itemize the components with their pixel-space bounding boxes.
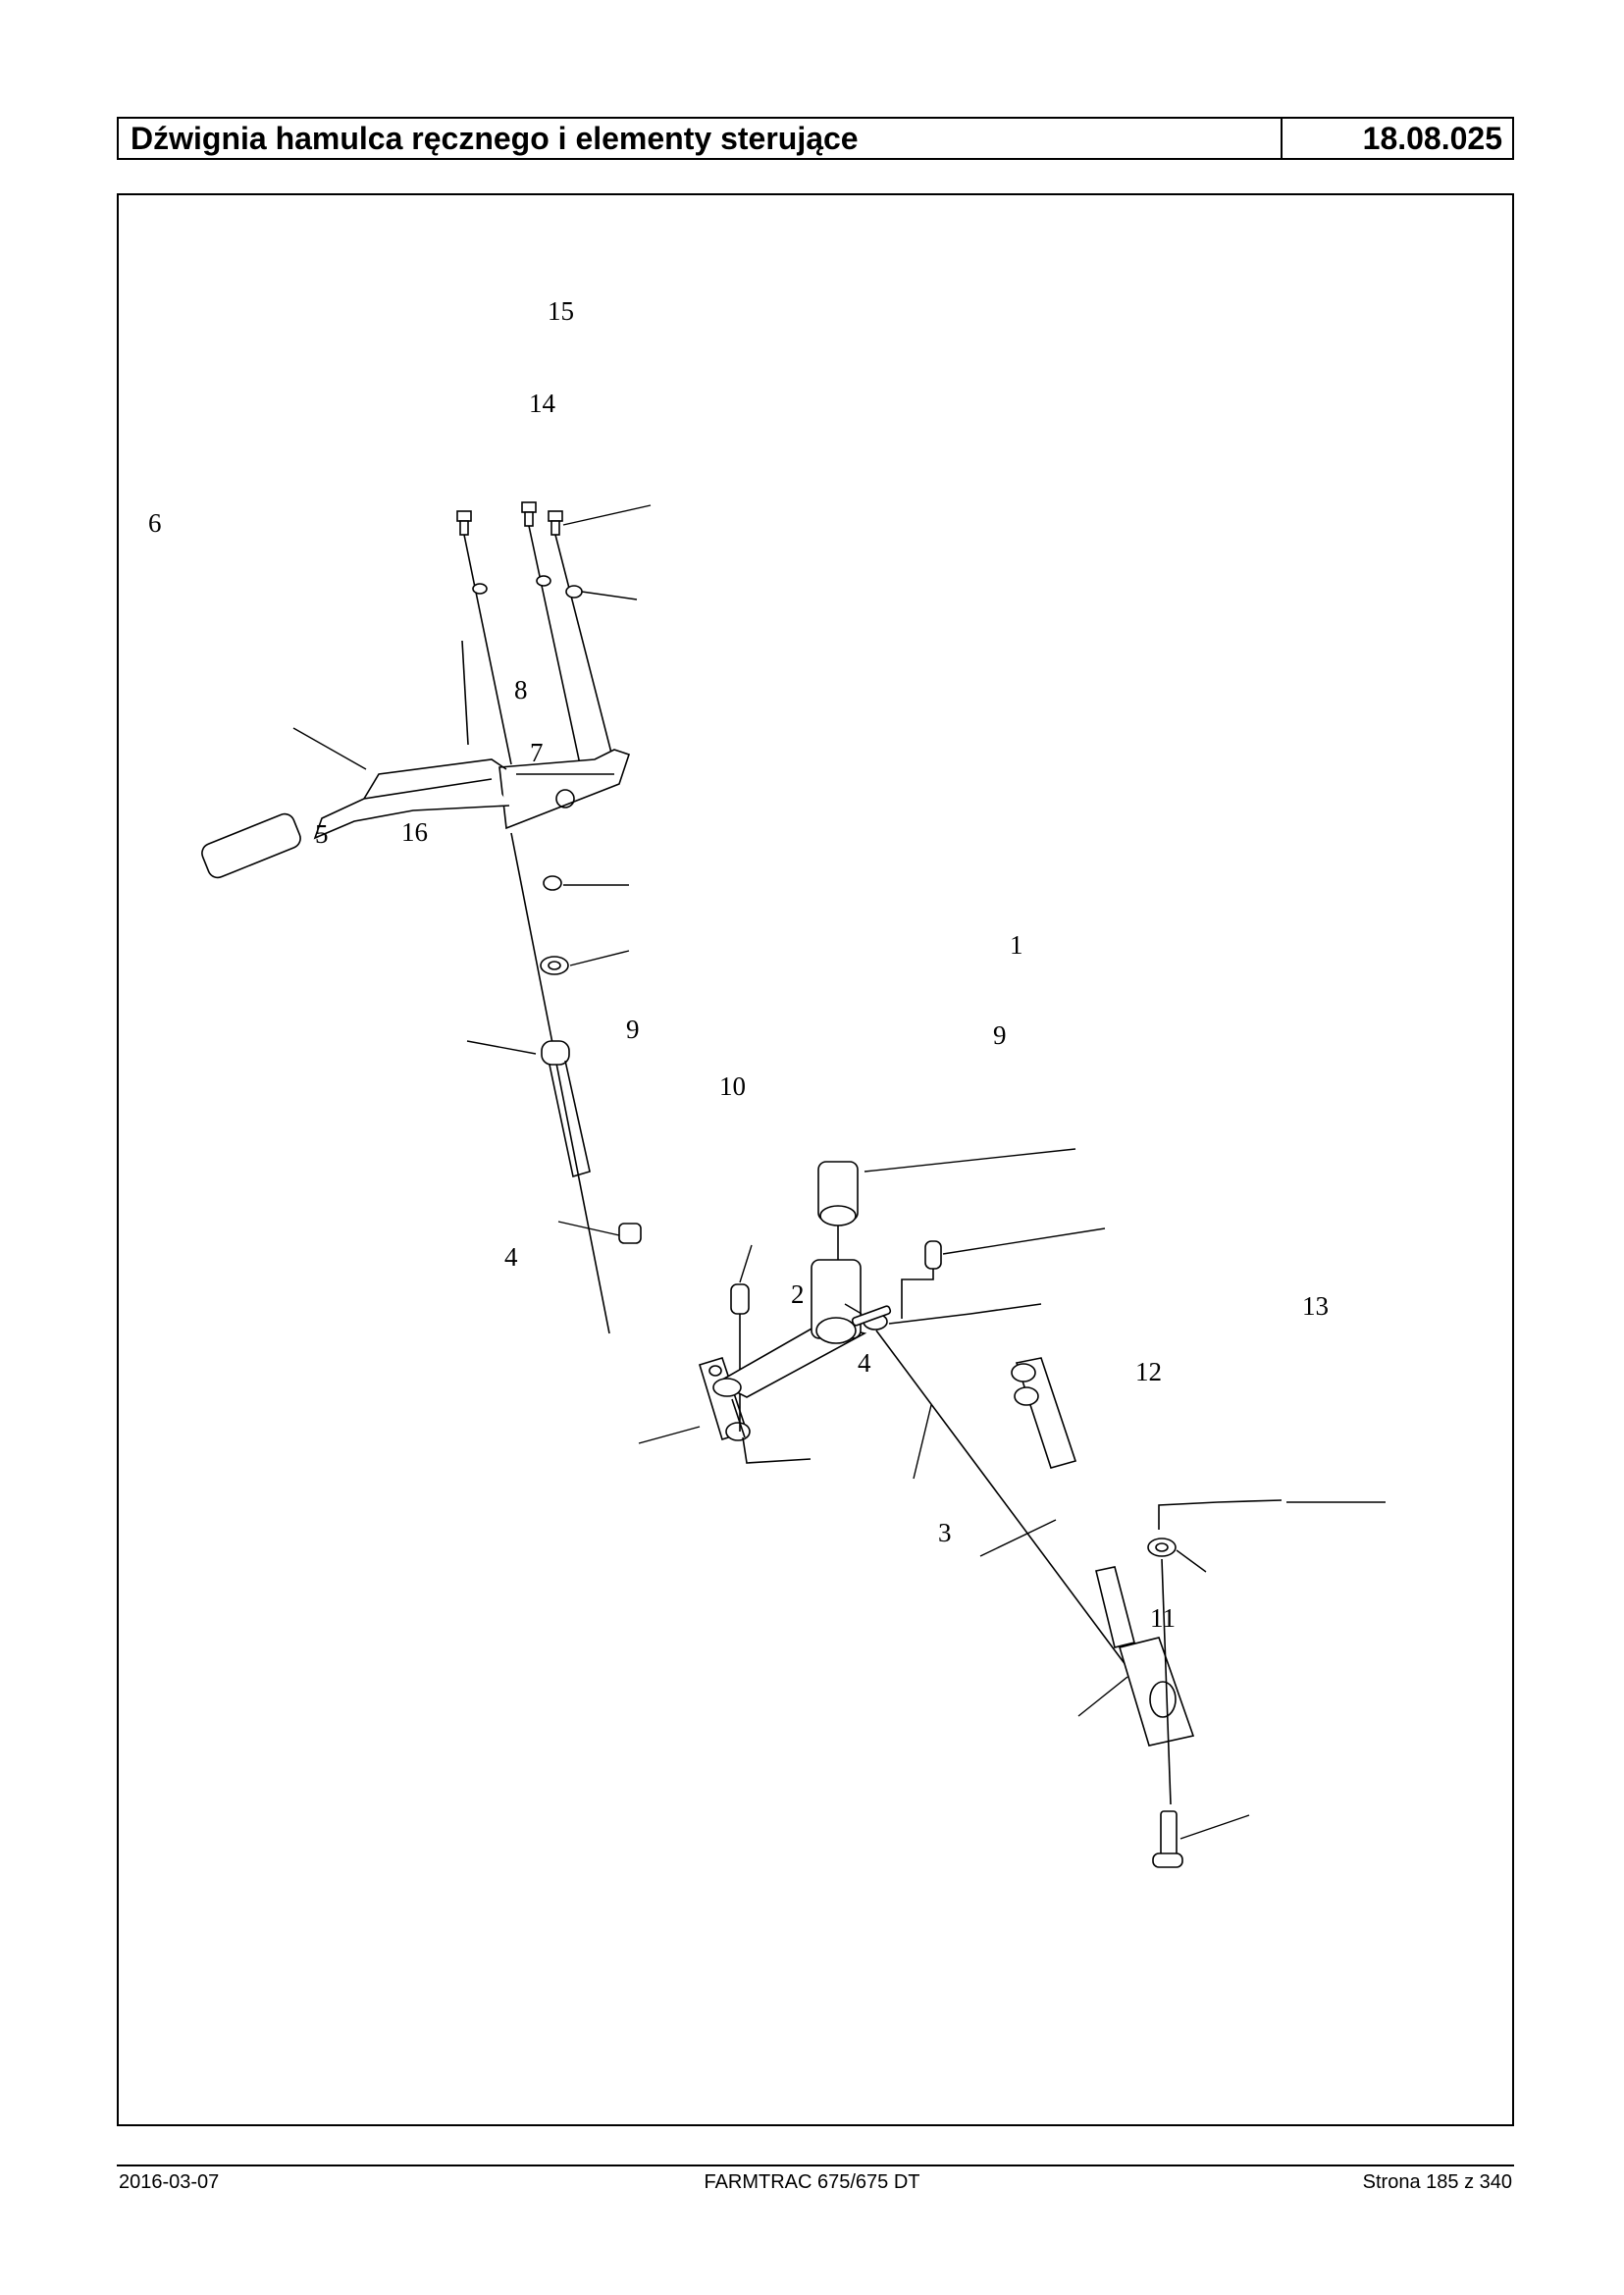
nut-16: [618, 1223, 642, 1244]
split-pin-13: [1158, 1499, 1283, 1530]
bolt-15-left: [456, 510, 472, 536]
callout-9: 9: [626, 1015, 640, 1044]
callout-10: 10: [719, 1071, 746, 1101]
washer-12: [1147, 1538, 1177, 1557]
washer-14-right: [565, 585, 583, 599]
washer-7: [540, 956, 569, 975]
callout-3: 3: [938, 1518, 952, 1547]
link-4-right: [1011, 1357, 1077, 1469]
handbrake-lever: [201, 749, 631, 879]
callout-8: 8: [514, 675, 528, 704]
bolt-11: [1152, 1810, 1183, 1868]
footer-page-number: Strona 185 z 340: [1362, 2171, 1512, 2193]
callout-5: 5: [315, 819, 329, 849]
callout-1: 1: [1010, 930, 1023, 960]
callout-11: 11: [1150, 1603, 1176, 1633]
washer-14-middle: [536, 575, 551, 587]
callout-4: 4: [858, 1348, 871, 1378]
pin-10: [851, 1305, 892, 1327]
callout-6: 6: [148, 508, 162, 538]
callout-15: 15: [548, 296, 574, 326]
split-pin-left: [742, 1436, 812, 1464]
callout-2: 2: [791, 1279, 805, 1309]
pin-9-left: [730, 1283, 750, 1315]
bushing-1: [817, 1161, 859, 1226]
pivot-2: [712, 1259, 888, 1398]
bolt-15-right: [548, 510, 563, 536]
pin-5: [541, 1040, 591, 1178]
section-code: 18.08.025: [1362, 121, 1502, 156]
page-title: Dźwignia hamulca ręcznego i elementy ste…: [119, 119, 1283, 158]
footer-model: FARMTRAC 675/675 DT: [704, 2171, 920, 2193]
split-pin-right-upper: [888, 1303, 1042, 1325]
callout-14: 14: [529, 389, 556, 418]
page-header: Dźwignia hamulca ręcznego i elementy ste…: [117, 117, 1514, 160]
footer-rule: [117, 2165, 1514, 2166]
washer-14-left: [472, 583, 488, 595]
nut-8: [543, 875, 562, 891]
callout-12: 12: [1135, 1357, 1162, 1386]
callout-7: 7: [530, 738, 544, 767]
callout-16: 16: [401, 817, 428, 847]
callout-9: 9: [993, 1020, 1007, 1050]
callout-4: 4: [504, 1242, 518, 1272]
pin-9-right: [924, 1240, 942, 1270]
footer-date: 2016-03-07: [119, 2171, 220, 2193]
callout-13: 13: [1302, 1291, 1329, 1321]
clevis-3: [1095, 1566, 1195, 1747]
bolt-15-middle: [521, 501, 537, 527]
